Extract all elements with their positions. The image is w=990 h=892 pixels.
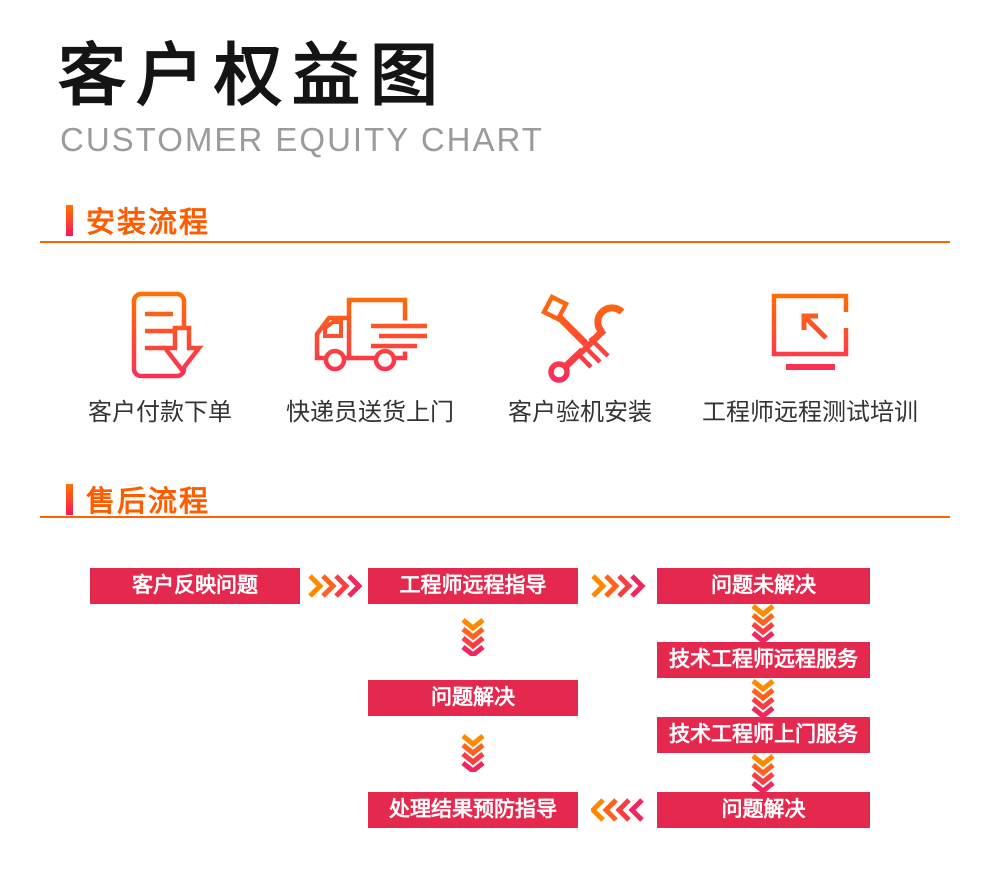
- aftersale-section-title: 售后流程: [86, 486, 211, 518]
- arrow-down-icon: [750, 754, 776, 795]
- repair-tools-icon: [530, 288, 630, 388]
- install-section-header: 安装流程: [66, 199, 210, 241]
- arrow-down-icon: [750, 679, 776, 720]
- page-subtitle: CUSTOMER EQUITY CHART: [60, 121, 544, 158]
- install-step-label: 客户付款下单: [88, 399, 232, 426]
- delivery-truck-icon: [305, 288, 435, 388]
- page-title: 客户权益图: [58, 38, 449, 114]
- arrow-right-icon: [591, 574, 647, 598]
- flow-node-resolved-final: 问题解决: [657, 792, 870, 828]
- arrow-down-icon: [460, 618, 486, 659]
- aftersale-section-header: 售后流程: [66, 478, 210, 520]
- flow-node-remote-guidance: 工程师远程指导: [368, 568, 578, 604]
- order-document-icon: [110, 288, 210, 388]
- install-section-title: 安装流程: [86, 207, 211, 239]
- arrow-right-icon: [308, 574, 364, 598]
- install-step-delivery: 快递员送货上门: [255, 288, 485, 427]
- section-accent-bar: [66, 483, 73, 515]
- remote-screen-icon: [760, 288, 860, 388]
- flow-node-onsite-service: 技术工程师上门服务: [657, 717, 870, 753]
- install-step-order: 客户付款下单: [60, 288, 260, 427]
- install-step-label: 客户验机安装: [508, 399, 652, 426]
- arrow-down-icon: [460, 734, 486, 775]
- flow-node-unresolved: 问题未解决: [657, 568, 870, 604]
- flow-node-remote-service: 技术工程师远程服务: [657, 642, 870, 678]
- install-step-training: 工程师远程测试培训: [685, 288, 935, 427]
- install-step-label: 快递员送货上门: [286, 399, 454, 426]
- flow-node-resolved-mid: 问题解决: [368, 680, 578, 716]
- arrow-down-icon: [750, 604, 776, 645]
- flow-node-prevention-guidance: 处理结果预防指导: [368, 792, 578, 828]
- section-accent-bar: [66, 204, 73, 236]
- install-step-install: 客户验机安装: [470, 288, 690, 427]
- arrow-left-icon: [589, 798, 647, 822]
- flow-node-customer-report: 客户反映问题: [90, 568, 300, 604]
- section-divider: [40, 516, 950, 518]
- section-divider: [40, 241, 950, 243]
- install-step-label: 工程师远程测试培训: [702, 399, 918, 426]
